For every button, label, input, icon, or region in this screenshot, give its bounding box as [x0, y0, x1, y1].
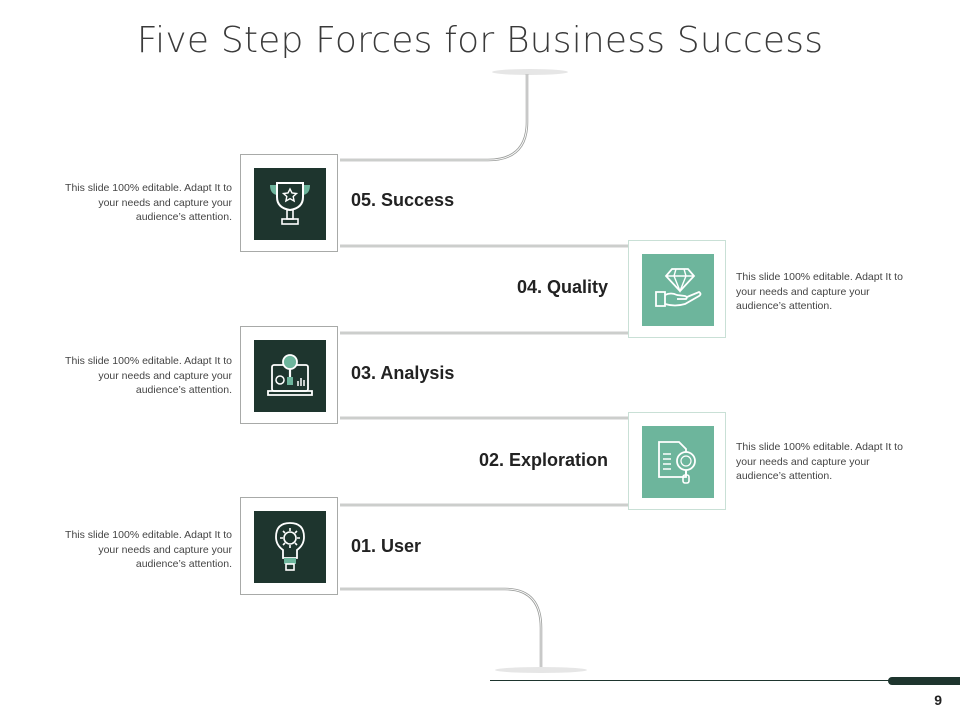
page-number: 9 [934, 692, 942, 708]
step-label-analysis: 03. Analysis [351, 363, 455, 383]
step-description-analysis: This slide 100% editable. Adapt It to yo… [65, 355, 232, 396]
laptop-analysis-icon [267, 354, 313, 396]
trophy-icon [270, 182, 310, 225]
step-icon-tile [254, 340, 326, 412]
step-description-user: This slide 100% editable. Adapt It to yo… [65, 529, 232, 570]
diamond-hand-icon [655, 268, 702, 307]
step-icon-tile [642, 254, 714, 326]
step-description-quality: This slide 100% editable. Adapt It to yo… [736, 271, 903, 312]
step-description-exploration: This slide 100% editable. Adapt It to yo… [736, 441, 903, 482]
footer-line [490, 680, 900, 681]
step-icon-tile [642, 426, 714, 498]
step-description-success: This slide 100% editable. Adapt It to yo… [65, 182, 232, 223]
step-box-quality [628, 240, 726, 338]
slide-title: Five Step Forces for Business Success [136, 20, 824, 58]
document-search-icon [658, 441, 696, 484]
lightbulb-gear-icon [275, 522, 305, 571]
step-label-quality: 04. Quality [516, 277, 608, 297]
step-box-analysis [240, 326, 338, 424]
step-label-exploration: 02. Exploration [478, 450, 608, 470]
step-box-exploration [628, 412, 726, 510]
step-label-success: 05. Success [351, 190, 455, 210]
step-box-success [240, 154, 338, 252]
step-icon-tile [254, 511, 326, 583]
step-label-user: 01. User [351, 536, 422, 556]
step-icon-tile [254, 168, 326, 240]
footer-accent-bar [888, 677, 960, 685]
step-box-user [240, 497, 338, 595]
